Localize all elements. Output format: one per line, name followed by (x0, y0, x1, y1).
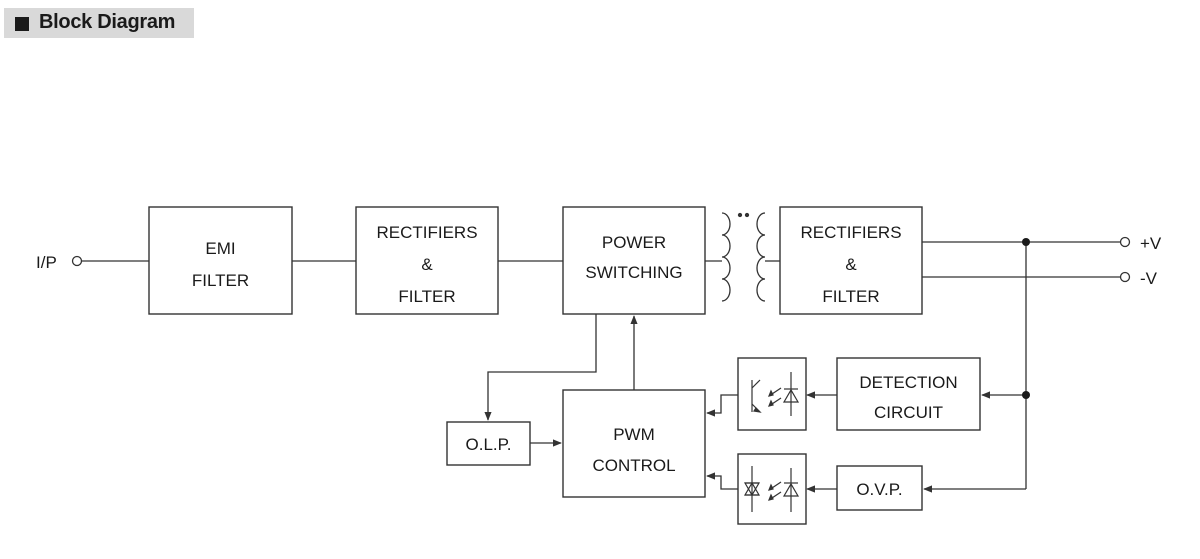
input-label: I/P (36, 253, 57, 272)
output-rectifiers-line-2: & (845, 255, 857, 274)
output-rectifiers-line-3: FILTER (822, 287, 879, 306)
heading-square-icon (15, 17, 29, 31)
wire-opto2-pwm (706, 472, 738, 490)
negative-label: -V (1140, 269, 1158, 288)
pwm-control-block: PWM CONTROL (562, 389, 706, 498)
ovp-block: O.V.P. (836, 465, 923, 511)
output-rectifiers-block: RECTIFIERS & FILTER (779, 206, 923, 315)
wires (81, 241, 1120, 493)
positive-label: +V (1140, 234, 1162, 253)
olp-label: O.L.P. (466, 435, 512, 454)
ovp-label: O.V.P. (856, 480, 902, 499)
section-heading: Block Diagram (4, 8, 194, 38)
power-switching-line-1: POWER (602, 233, 666, 252)
power-switching-line-2: SWITCHING (585, 263, 682, 282)
power-switching-block: POWER SWITCHING (562, 206, 706, 315)
positive-terminal-icon (1119, 236, 1131, 248)
olp-block: O.L.P. (446, 421, 531, 466)
input-rectifiers-line-3: FILTER (398, 287, 455, 306)
emi-filter-line-1: EMI (205, 239, 235, 258)
pwm-control-line-2: CONTROL (592, 456, 675, 475)
output-rectifiers-line-1: RECTIFIERS (800, 223, 901, 242)
emi-filter-line-2: FILTER (192, 271, 249, 290)
input-rectifiers-line-2: & (421, 255, 433, 274)
transformer-icon (721, 212, 766, 302)
detection-circuit-line-2: CIRCUIT (874, 403, 943, 422)
wire-opto1-pwm (706, 394, 738, 417)
junction-positive (1022, 238, 1030, 246)
input-rectifiers-line-1: RECTIFIERS (376, 223, 477, 242)
detection-circuit-block: DETECTION CIRCUIT (836, 357, 981, 431)
optocoupler-icon (737, 357, 807, 431)
junction-sense (1022, 391, 1030, 399)
negative-terminal-icon (1119, 271, 1131, 283)
emi-filter-block: EMI FILTER (148, 206, 293, 315)
heading-title: Block Diagram (39, 11, 176, 33)
pwm-control-line-1: PWM (613, 425, 655, 444)
input-terminal-icon (71, 255, 83, 267)
wire-switch-olp (484, 314, 597, 421)
detection-circuit-line-1: DETECTION (859, 373, 957, 392)
optocoupler-ovp-icon (737, 453, 807, 525)
input-rectifiers-block: RECTIFIERS & FILTER (355, 206, 499, 315)
